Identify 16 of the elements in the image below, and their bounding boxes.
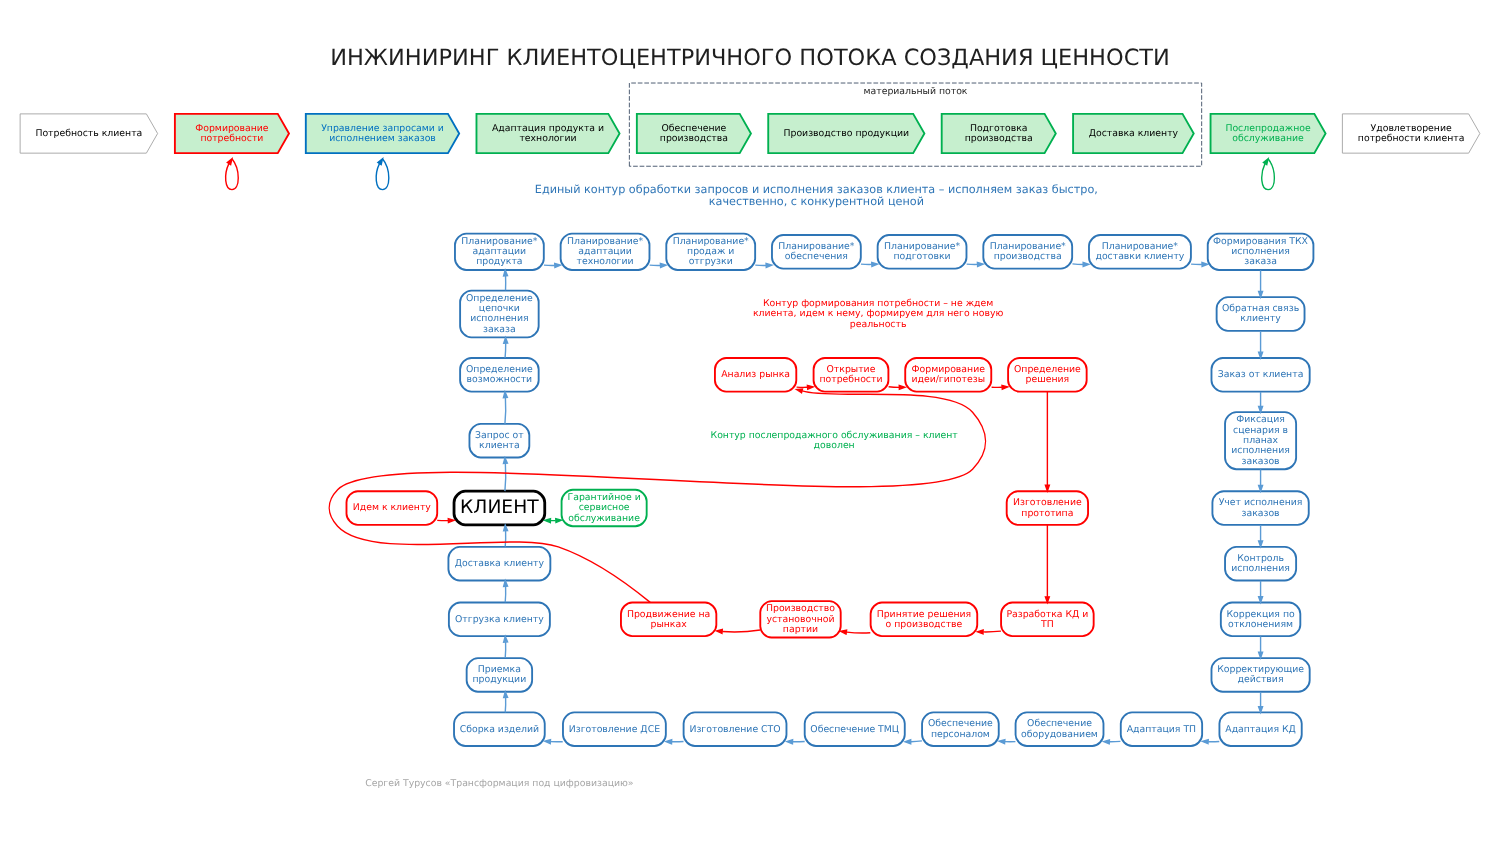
arrow bbox=[1044, 391, 1051, 493]
arrow bbox=[502, 455, 509, 492]
arrow bbox=[838, 629, 872, 636]
arrow bbox=[375, 156, 390, 191]
diagram-title: ИНЖИНИРИНГ КЛИЕНТОЦЕНТРИЧНОГО ПОТОКА СОЗДАНИЯ ЦЕННОСТИ bbox=[330, 45, 1170, 72]
arrow bbox=[1071, 261, 1091, 268]
arrow bbox=[502, 389, 509, 425]
arrow bbox=[1044, 524, 1051, 605]
node-box: КЛИЕНТ bbox=[452, 489, 547, 527]
arrow bbox=[1261, 156, 1276, 191]
arrow bbox=[224, 156, 239, 191]
arrow bbox=[1257, 269, 1264, 300]
arrow bbox=[1257, 330, 1264, 360]
arrow bbox=[975, 628, 1002, 635]
arrow bbox=[714, 628, 761, 635]
arrow bbox=[887, 384, 908, 391]
